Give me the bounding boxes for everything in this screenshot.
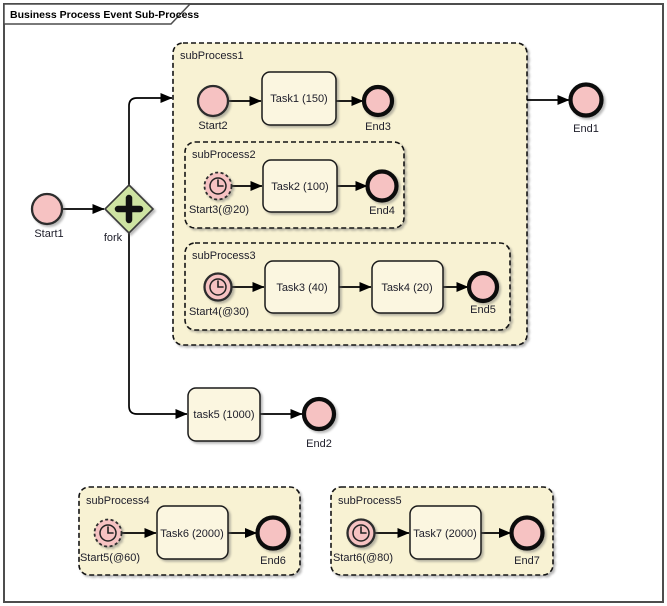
task-label: Task6 (2000) — [160, 528, 224, 540]
task-body — [264, 260, 340, 314]
clock-hands — [360, 526, 367, 534]
end-event-circle — [568, 82, 604, 118]
node-end7[interactable]: End7 — [509, 515, 545, 568]
node-label: Start1 — [34, 228, 63, 240]
task-label: Task1 (150) — [270, 93, 327, 105]
node-task6[interactable]: Task6 (2000) — [156, 505, 229, 560]
node-fork-gateway[interactable]: fork — [104, 183, 155, 244]
clock-hands — [217, 280, 224, 288]
subprocess-label: subProcess2 — [192, 149, 256, 161]
node-start3[interactable]: Start3(@20) — [189, 171, 249, 217]
node-task1[interactable]: Task1 (150) — [261, 71, 337, 126]
node-label: End7 — [514, 555, 540, 567]
node-label: End2 — [306, 438, 332, 450]
clock-hands — [217, 179, 224, 187]
node-task5[interactable]: task5 (1000) — [187, 387, 261, 442]
task-body — [409, 505, 482, 560]
node-task4[interactable]: Task4 (20) — [371, 260, 444, 314]
node-start6[interactable]: Start6(@80) — [333, 518, 393, 565]
node-task7[interactable]: Task7 (2000) — [409, 505, 482, 560]
timer-clock-icon — [352, 524, 370, 542]
node-end6[interactable]: End6 — [255, 515, 291, 568]
node-label: End3 — [365, 121, 391, 133]
timer-clock-icon — [209, 177, 227, 195]
task-label: task5 (1000) — [193, 409, 254, 421]
node-task3[interactable]: Task3 (40) — [264, 260, 340, 314]
start-event-circle — [30, 192, 64, 226]
node-end4[interactable]: End4 — [365, 169, 399, 218]
timer-clock-icon — [209, 278, 227, 296]
diagram-title: Business Process Event Sub-Process — [10, 9, 199, 21]
node-end3[interactable]: End3 — [361, 84, 395, 133]
task-body — [156, 505, 229, 560]
diagram-title-tab — [3, 3, 192, 25]
task-label: Task7 (2000) — [413, 528, 477, 540]
start-event-circle — [196, 84, 230, 118]
node-start1[interactable]: Start1 — [30, 192, 64, 240]
task-body — [187, 387, 261, 442]
node-label: Start3(@20) — [189, 204, 249, 216]
node-end5[interactable]: End5 — [466, 270, 500, 316]
end-event-circle — [509, 515, 545, 551]
subprocess-label: subProcess4 — [86, 495, 150, 507]
end-event-circle — [255, 515, 291, 551]
end-event-circle — [365, 169, 399, 203]
node-label: Start5(@60) — [80, 552, 140, 564]
node-start5[interactable]: Start5(@60) — [80, 518, 140, 565]
task-body — [261, 71, 337, 126]
node-label: End6 — [260, 555, 286, 567]
end-event-circle — [361, 84, 395, 118]
node-task2[interactable]: Task2 (100) — [262, 159, 338, 213]
node-end2[interactable]: End2 — [301, 396, 337, 450]
subprocess-label: subProcess5 — [338, 495, 402, 507]
task-body — [262, 159, 338, 213]
node-end1[interactable]: End1 — [568, 82, 604, 136]
node-start4[interactable]: Start4(@30) — [189, 272, 249, 319]
end-event-circle — [466, 270, 500, 304]
node-label: End4 — [369, 205, 395, 217]
flow-fork-to-subprocess1[interactable] — [128, 93, 173, 185]
task-body — [371, 260, 444, 314]
timer-clock-icon — [99, 524, 117, 542]
clock-hands — [107, 526, 114, 534]
task-label: Task2 (100) — [271, 181, 328, 193]
node-label: End5 — [470, 304, 496, 316]
subprocess-label: subProcess3 — [192, 250, 256, 262]
node-label: Start6(@80) — [333, 552, 393, 564]
node-label: fork — [104, 232, 123, 244]
subprocess-label: subProcess1 — [180, 50, 244, 62]
task-label: Task3 (40) — [276, 282, 327, 294]
plus-icon — [114, 194, 144, 224]
node-start2[interactable]: Start2 — [196, 84, 230, 132]
node-label: Start4(@30) — [189, 306, 249, 318]
node-label: End1 — [573, 123, 599, 135]
flow-fork-to-task5[interactable] — [128, 233, 188, 419]
end-event-circle — [301, 396, 337, 432]
task-label: Task4 (20) — [381, 282, 432, 294]
node-label: Start2 — [198, 120, 227, 132]
